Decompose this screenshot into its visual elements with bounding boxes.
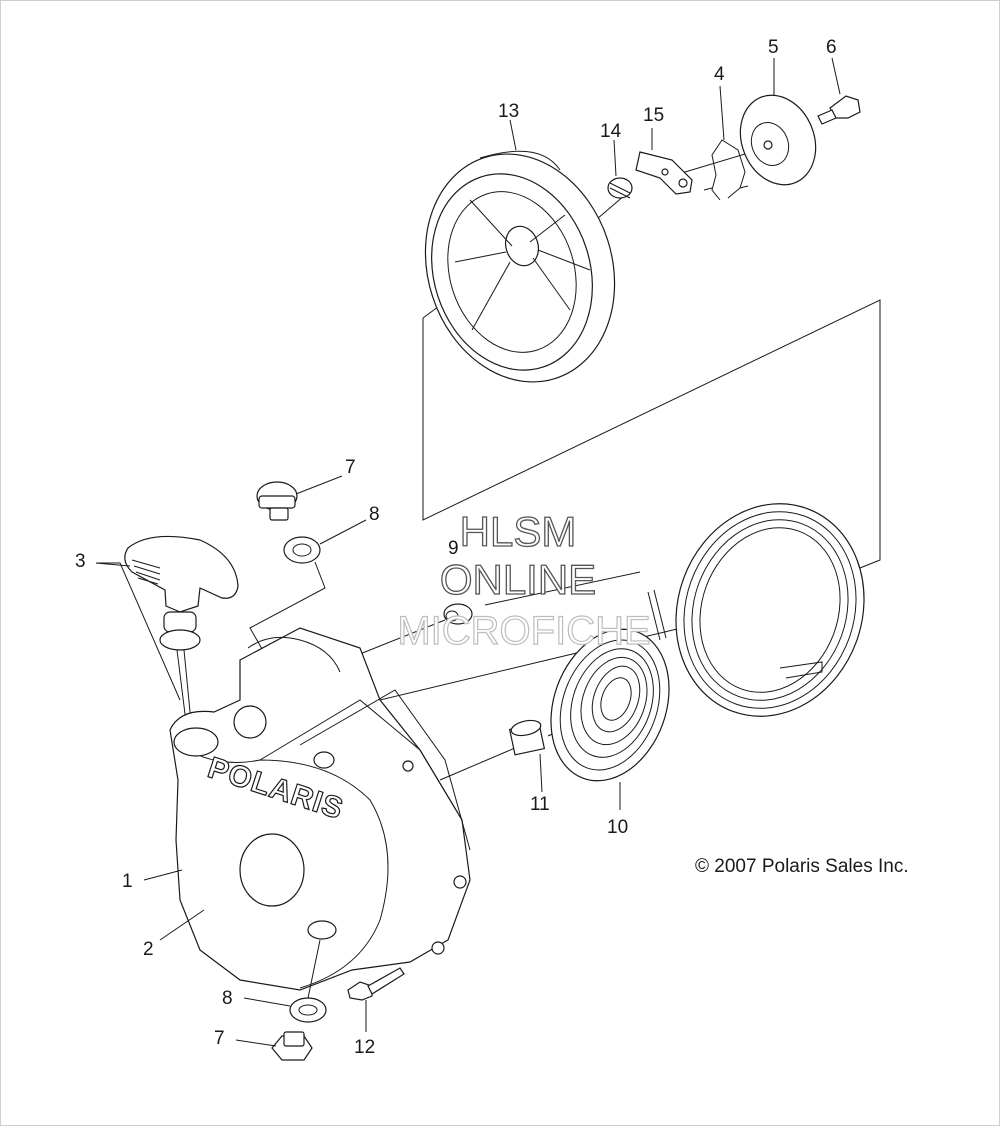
- part-15-ratchet: [635, 151, 693, 195]
- label-part-6: 6: [826, 37, 837, 58]
- watermark-line-3: MICROFICHE: [397, 609, 650, 653]
- part-7-plug-bottom: [271, 1031, 313, 1061]
- part-3-handle: [124, 535, 239, 723]
- part-7-plug-top: [256, 481, 298, 521]
- leader-lines: [95, 57, 841, 1047]
- watermark-line-1: HLSM: [460, 508, 577, 555]
- label-part-3: 3: [75, 551, 86, 572]
- part-labels: 1 2 3 4 5 6 7 7 8 8 9 10 11 12 13 14 15: [75, 37, 837, 1058]
- part-5-plate: [739, 94, 817, 186]
- part-8-washer-top: [283, 536, 321, 564]
- label-part-7-top: 7: [345, 457, 356, 478]
- label-part-1: 1: [122, 871, 133, 892]
- label-part-4: 4: [714, 64, 725, 85]
- part-12-screw: [347, 967, 405, 1001]
- label-part-10: 10: [607, 817, 628, 838]
- label-part-9: 9: [448, 538, 459, 559]
- label-part-7-bottom: 7: [214, 1028, 225, 1049]
- part-1-housing: [169, 627, 471, 991]
- label-part-11: 11: [530, 794, 550, 815]
- label-part-5: 5: [768, 37, 779, 58]
- part-10-spring-coil: [550, 589, 670, 782]
- label-part-13: 13: [498, 101, 519, 122]
- part-4-clip: [703, 139, 749, 201]
- copyright-notice: © 2007 Polaris Sales Inc.: [695, 856, 909, 877]
- label-part-2: 2: [143, 939, 154, 960]
- watermark-line-2: ONLINE: [440, 556, 596, 603]
- label-part-8-top: 8: [369, 504, 380, 525]
- part-9-bushing: [443, 603, 473, 625]
- watermark: HLSM ONLINE MICROFICHE: [397, 507, 652, 653]
- part-11-sleeve: [508, 719, 546, 756]
- part-14-spring: [607, 177, 633, 199]
- part-10-spring-case: [675, 503, 865, 717]
- label-part-12: 12: [354, 1037, 375, 1058]
- part-6-bolt: [817, 95, 861, 125]
- label-part-8-bottom: 8: [222, 988, 233, 1009]
- label-part-14: 14: [600, 121, 622, 142]
- part-13-pulley: [424, 150, 616, 383]
- label-part-15: 15: [643, 105, 664, 126]
